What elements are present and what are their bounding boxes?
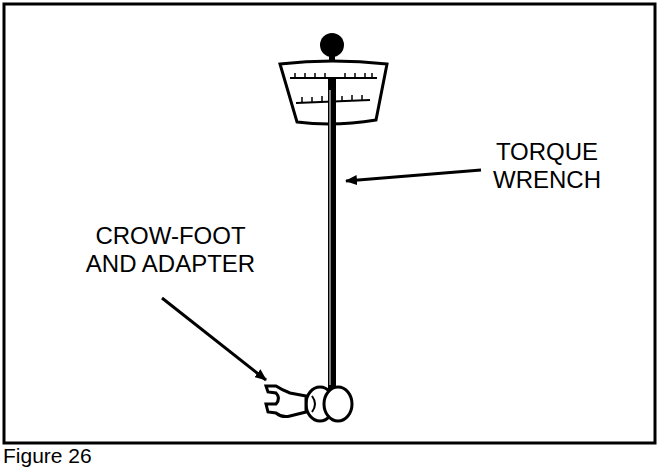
leader-arrow bbox=[346, 170, 481, 181]
crow-foot bbox=[266, 386, 306, 417]
part-label: TORQUE WRENCH bbox=[482, 138, 612, 193]
leader-arrow bbox=[162, 298, 266, 380]
figure-caption: Figure 26 bbox=[3, 444, 92, 468]
wrench-knob bbox=[320, 33, 344, 57]
part-label: CROW-FOOT AND ADAPTER bbox=[78, 222, 263, 277]
wrench-shaft bbox=[328, 78, 336, 390]
figure-frame bbox=[4, 4, 655, 443]
